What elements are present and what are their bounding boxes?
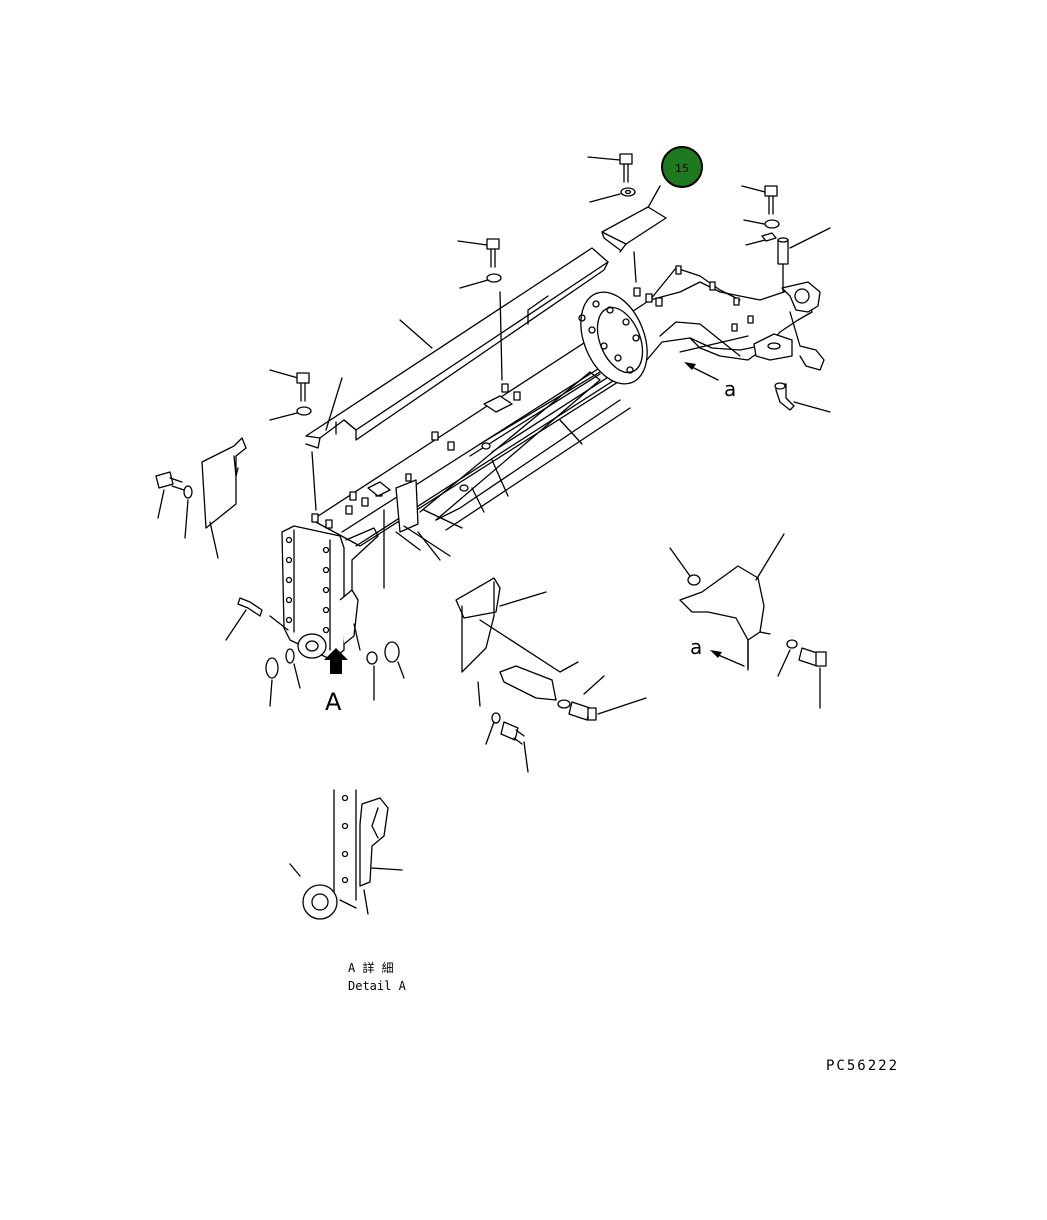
grease-fitting-left	[225, 597, 289, 641]
washers-front	[265, 623, 405, 707]
callout-15[interactable]: 15	[639, 146, 703, 223]
callout-number: 15	[675, 162, 689, 175]
view-marker-a-lower: a	[690, 635, 702, 659]
detail-caption-en: Detail A	[348, 979, 407, 993]
side-cover-left	[201, 437, 247, 559]
detail-arrow-label: A	[325, 688, 342, 716]
bolt-lower-center	[485, 697, 647, 773]
drawing-code: PC56222	[826, 1058, 899, 1074]
cover-plate-long	[305, 247, 609, 511]
bolt-left-side	[155, 471, 193, 539]
view-marker-a-upper: a	[724, 377, 736, 401]
main-frame: a	[311, 265, 825, 547]
bolt-top-left	[269, 369, 312, 421]
bolt-top-mid	[457, 238, 502, 289]
front-end-plate	[281, 419, 583, 661]
detail-a-view: A 詳 細 Detail A	[289, 789, 407, 993]
bracket-lower-center	[455, 577, 605, 707]
detail-caption-jp: A 詳 細	[348, 960, 394, 975]
grease-fitting-right	[774, 382, 831, 413]
view-a-cover: a	[669, 533, 785, 671]
callout-circle[interactable]	[661, 146, 703, 188]
bolt-top-center	[587, 153, 636, 203]
flange	[578, 291, 648, 385]
bolt-top-right	[741, 185, 780, 246]
bolt-view-a	[777, 639, 827, 709]
detail-arrow-a: A	[324, 648, 348, 716]
cover-plate-small	[601, 206, 667, 283]
